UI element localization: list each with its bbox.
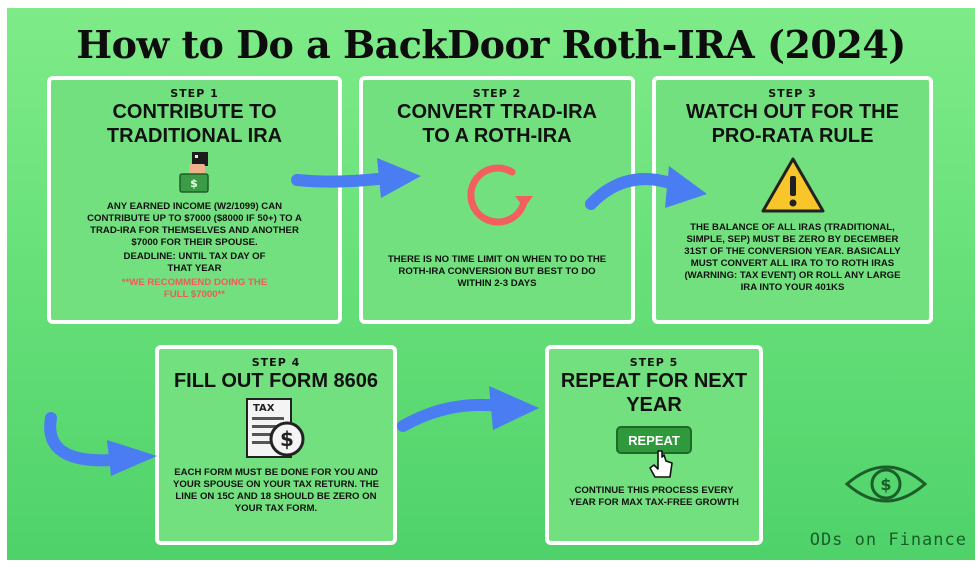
step-heading: FILL OUT FORM 8606 — [173, 370, 379, 392]
tax-form-icon: TAX $ — [246, 398, 305, 458]
money-hand-icon: $ — [178, 152, 209, 193]
tax-form-label: TAX — [253, 403, 275, 414]
repeat-button-icon: REPEAT — [616, 426, 692, 478]
step-body: ANY EARNED INCOME (W2/1099) CAN CONTRIBU… — [87, 201, 302, 248]
recommendation-note: **WE RECOMMEND DOING THE FULL $7000** — [121, 277, 268, 300]
eye-dollar-logo-icon: $ — [844, 465, 928, 503]
arrow-step3-to-step4 — [44, 412, 157, 476]
step-body: EACH FORM MUST BE DONE FOR YOU AND YOUR … — [173, 467, 379, 514]
refresh-icon — [467, 164, 533, 226]
step-label: STEP 2 — [472, 87, 522, 100]
step-deadline: DEADLINE: UNTIL TAX DAY OF THAT YEAR — [123, 251, 266, 274]
warning-icon — [761, 157, 824, 213]
svg-text:$: $ — [880, 475, 891, 494]
step-heading: PRO-RATA RULE — [711, 125, 874, 147]
step-body: THERE IS NO TIME LIMIT ON WHEN TO DO THE… — [387, 254, 607, 289]
brand-name: ODs on Finance — [809, 530, 967, 550]
step-heading: TO A ROTH-IRA — [422, 125, 572, 147]
step-heading: WATCH OUT FOR THE — [686, 101, 899, 123]
step-label: STEP 1 — [170, 87, 219, 100]
infographic-canvas: How to Do a BackDoor Roth-IRA (2024) STE… — [7, 8, 975, 560]
step-label: STEP 3 — [768, 87, 817, 100]
step-heading: CONVERT TRAD-IRA — [397, 101, 597, 123]
step-5-card: STEP 5 REPEAT FOR NEXT YEAR REPEAT CONTI… — [545, 345, 763, 545]
step-body: CONTINUE THIS PROCESS EVERY YEAR FOR MAX… — [569, 485, 739, 508]
step-3-card: STEP 3 WATCH OUT FOR THE PRO-RATA RULE T… — [652, 76, 933, 324]
step-body: THE BALANCE OF ALL IRAS (TRADITIONAL, SI… — [684, 222, 901, 293]
step-heading: CONTRIBUTE TO — [112, 101, 277, 123]
repeat-button-text: REPEAT — [628, 433, 680, 448]
step-label: STEP 4 — [251, 356, 301, 369]
arrow-step2-to-step3 — [585, 166, 707, 210]
step-1-card: STEP 1 CONTRIBUTE TO TRADITIONAL IRA $ A… — [47, 76, 342, 324]
svg-text:$: $ — [190, 177, 198, 190]
arrow-step1-to-step2 — [291, 158, 421, 198]
page-title: How to Do a BackDoor Roth-IRA (2024) — [76, 22, 906, 67]
arrow-step4-to-step5 — [397, 386, 539, 432]
svg-text:$: $ — [280, 427, 294, 451]
step-heading: REPEAT FOR NEXT — [560, 370, 748, 392]
step-heading: YEAR — [626, 394, 682, 416]
step-4-card: STEP 4 FILL OUT FORM 8606 TAX $ EACH FOR… — [155, 345, 397, 545]
step-heading: TRADITIONAL IRA — [106, 125, 283, 147]
step-label: STEP 5 — [629, 356, 679, 369]
